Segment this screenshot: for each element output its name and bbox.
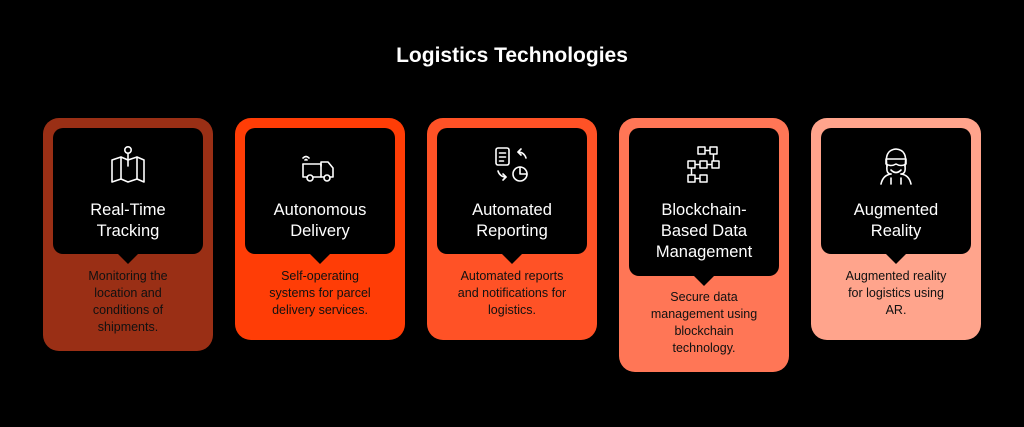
card-description: Augmented reality for logistics using AR…	[845, 269, 947, 317]
card-blockchain-data-management: Blockchain- Based Data Management Secure…	[619, 118, 789, 372]
card-title: Augmented Reality	[853, 201, 939, 240]
card-header-panel: Autonomous Delivery	[245, 128, 395, 264]
card-title: Blockchain- Based Data Management	[655, 201, 753, 261]
diagram-title: Logistics Technologies	[396, 44, 628, 67]
delivery-truck-icon	[297, 142, 343, 188]
card-title: Automated Reporting	[472, 201, 552, 240]
blockchain-icon	[681, 142, 727, 188]
card-description: Monitoring the location and conditions o…	[88, 269, 168, 334]
card-header-panel: Augmented Reality	[821, 128, 971, 264]
card-description: Secure data management using blockchain …	[650, 290, 758, 355]
card-description: Automated reports and notifications for …	[457, 269, 567, 317]
reports-chart-icon	[489, 142, 535, 188]
card-title: Real-Time Tracking	[90, 201, 166, 240]
card-augmented-reality: Augmented Reality Augmented reality for …	[811, 118, 981, 340]
card-real-time-tracking: Real-Time Tracking Monitoring the locati…	[43, 118, 213, 351]
card-title: Autonomous Delivery	[273, 201, 367, 240]
card-header-panel: Automated Reporting	[437, 128, 587, 264]
card-description: Self-operating systems for parcel delive…	[269, 269, 371, 317]
card-header-panel: Real-Time Tracking	[53, 128, 203, 264]
card-automated-reporting: Automated Reporting Automated reports an…	[427, 118, 597, 340]
card-header-panel: Blockchain- Based Data Management	[629, 128, 779, 286]
card-autonomous-delivery: Autonomous Delivery Self-operating syste…	[235, 118, 405, 340]
ar-headset-icon	[873, 142, 919, 188]
map-pin-icon	[105, 142, 151, 188]
